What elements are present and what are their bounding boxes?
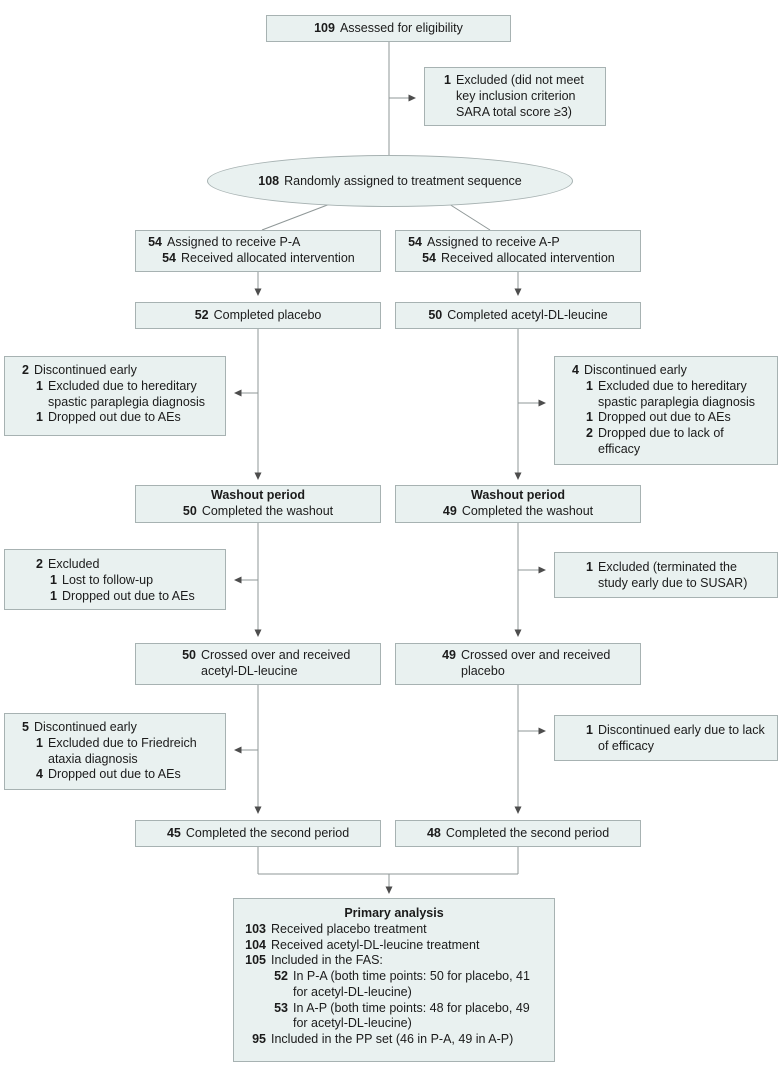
box-discontinued-ap-period2: 1 Discontinued early due to lack of effi…: [554, 715, 778, 761]
connector-line: [448, 203, 491, 231]
count: 108: [258, 174, 280, 188]
count: 1: [586, 723, 593, 737]
label: Excluded due to Friedreich ataxia diagno…: [48, 735, 197, 766]
label: Completed the washout: [461, 504, 594, 518]
count: 54: [422, 251, 436, 265]
label: Assigned to receive A-P: [427, 235, 560, 250]
label: Discontinued early: [34, 720, 137, 734]
label: Received placebo treatment: [271, 921, 427, 936]
count: 1: [586, 560, 593, 574]
box-excluded-eligibility: 1 Excluded (did not meet key inclusion c…: [424, 67, 606, 127]
label: Discontinued early due to lack of effica…: [598, 723, 765, 753]
box-washout-ap: Washout period 49 Completed the washout: [395, 485, 641, 523]
box-assigned-pa: 54 Assigned to receive P-A 54 Received a…: [135, 230, 381, 272]
box-discontinued-pa-period1: 2 Discontinued early 1 Excluded due to h…: [4, 356, 226, 436]
label: Dropped out due to AEs: [598, 410, 731, 425]
label: Dropped out due to AEs: [62, 588, 195, 603]
count: 45: [166, 825, 181, 840]
ellipse-randomized: 108 Randomly assigned to treatment seque…: [207, 155, 573, 207]
count: 2: [22, 363, 29, 377]
count: 52: [274, 969, 288, 983]
count: 53: [274, 1000, 288, 1015]
count: 54: [162, 251, 176, 265]
label: Received acetyl-DL-leucine treatment: [271, 937, 480, 952]
count: 1: [36, 735, 43, 750]
count: 105: [245, 953, 266, 968]
label: Completed acetyl-DL-leucine: [447, 307, 608, 322]
count: 50: [182, 648, 196, 663]
count: 48: [426, 825, 441, 840]
box-discontinued-ap-period1: 4 Discontinued early 1 Excluded due to h…: [554, 356, 778, 465]
count: 109: [314, 20, 335, 35]
label: Crossed over and received acetyl-DL-leuc…: [201, 648, 351, 678]
box-excluded-pa-washout: 2 Excluded 1 Lost to follow-up 1 Dropped…: [4, 549, 226, 611]
count: 50: [182, 504, 197, 518]
label: Randomly assigned to treatment sequence: [284, 174, 522, 188]
connector-line: [261, 203, 331, 231]
count: 54: [148, 235, 162, 250]
label: Excluded due to hereditary spastic parap…: [598, 378, 756, 409]
box-crossover-ap: 49 Crossed over and received placebo: [395, 643, 641, 685]
label: Lost to follow-up: [62, 572, 154, 587]
count: 1: [36, 378, 43, 393]
count: 103: [245, 921, 266, 936]
label: Excluded (terminated the study early due…: [598, 560, 748, 590]
box-discontinued-pa-period2: 5 Discontinued early 1 Excluded due to F…: [4, 713, 226, 790]
label: Dropped due to lack of efficacy: [598, 426, 724, 456]
label: Discontinued early: [584, 363, 687, 377]
count: 104: [245, 937, 266, 952]
count: 4: [572, 363, 579, 377]
label: Completed the washout: [201, 504, 334, 518]
count: 2: [586, 426, 593, 440]
box-primary-analysis: Primary analysis 103 Received placebo tr…: [233, 898, 555, 1062]
label: Assessed for eligibility: [339, 20, 463, 35]
count: 1: [586, 410, 593, 425]
label: Excluded (did not meet key inclusion cri…: [456, 73, 584, 119]
label: Received allocated intervention: [181, 251, 355, 265]
label: Assigned to receive P-A: [167, 235, 301, 250]
box-second-period-ap: 48 Completed the second period: [395, 820, 641, 847]
label: Excluded: [48, 557, 100, 571]
label: Discontinued early: [34, 363, 137, 377]
washout-title: Washout period: [471, 488, 565, 503]
box-assessed-eligibility: 109 Assessed for eligibility: [266, 15, 511, 42]
label: Completed the second period: [185, 825, 350, 840]
label: Included in the PP set (46 in P-A, 49 in…: [271, 1032, 514, 1046]
label: In P-A (both time points: 50 for placebo…: [293, 969, 530, 999]
label: Completed the second period: [445, 825, 610, 840]
count: 1: [50, 588, 57, 603]
count: 1: [50, 572, 57, 587]
label: Dropped out due to AEs: [48, 410, 181, 425]
box-completed-placebo: 52 Completed placebo: [135, 302, 381, 329]
label: Received allocated intervention: [441, 251, 615, 265]
label: In A-P (both time points: 48 for placebo…: [293, 1000, 530, 1031]
count: 2: [36, 557, 43, 571]
count: 50: [428, 307, 443, 322]
label: Dropped out due to AEs: [48, 767, 181, 782]
box-assigned-ap: 54 Assigned to receive A-P 54 Received a…: [395, 230, 641, 272]
count: 1: [36, 410, 43, 425]
box-washout-pa: Washout period 50 Completed the washout: [135, 485, 381, 523]
count: 4: [36, 767, 43, 782]
count: 95: [252, 1032, 266, 1046]
count: 1: [444, 73, 451, 87]
box-completed-acetyl: 50 Completed acetyl-DL-leucine: [395, 302, 641, 329]
box-crossover-pa: 50 Crossed over and received acetyl-DL-l…: [135, 643, 381, 685]
box-second-period-pa: 45 Completed the second period: [135, 820, 381, 847]
count: 5: [22, 720, 29, 734]
count: 1: [586, 378, 593, 393]
count: 54: [408, 235, 422, 250]
washout-title: Washout period: [211, 488, 305, 503]
label: Excluded due to hereditary spastic parap…: [48, 378, 206, 409]
label: Completed placebo: [213, 307, 322, 322]
count: 49: [442, 504, 457, 518]
count: 49: [442, 648, 456, 663]
label: Included in the FAS:: [271, 953, 383, 968]
box-excluded-ap-washout: 1 Excluded (terminated the study early d…: [554, 552, 778, 598]
primary-analysis-title: Primary analysis: [344, 906, 444, 920]
label: Crossed over and received placebo: [461, 648, 611, 678]
count: 52: [194, 307, 209, 322]
